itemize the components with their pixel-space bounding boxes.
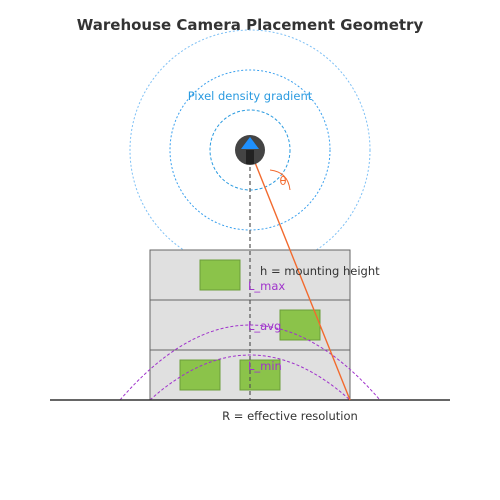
- l-avg-label: L_avg: [248, 319, 281, 333]
- boxes: [179, 259, 321, 391]
- arc-inner: [149, 354, 351, 401]
- angle-arc: [269, 169, 291, 191]
- l-max-label: L_max: [248, 279, 285, 293]
- camera-lens: [241, 137, 259, 149]
- resolution-label: R = effective resolution: [222, 409, 358, 423]
- box: [279, 309, 321, 341]
- density-label: Pixel density gradient: [188, 89, 313, 103]
- box: [239, 359, 281, 391]
- sight-line: [249, 149, 351, 401]
- l-min-label: L_min: [248, 359, 282, 373]
- arc-outer: [119, 324, 381, 401]
- box: [179, 359, 221, 391]
- camera-mount: [246, 150, 254, 164]
- box: [199, 259, 241, 291]
- height-label: h = mounting height: [260, 264, 380, 278]
- camera-icon: [235, 135, 265, 165]
- angle-label: θ: [279, 174, 286, 188]
- diagram-title: Warehouse Camera Placement Geometry: [77, 16, 424, 34]
- distance-arcs: [119, 324, 381, 401]
